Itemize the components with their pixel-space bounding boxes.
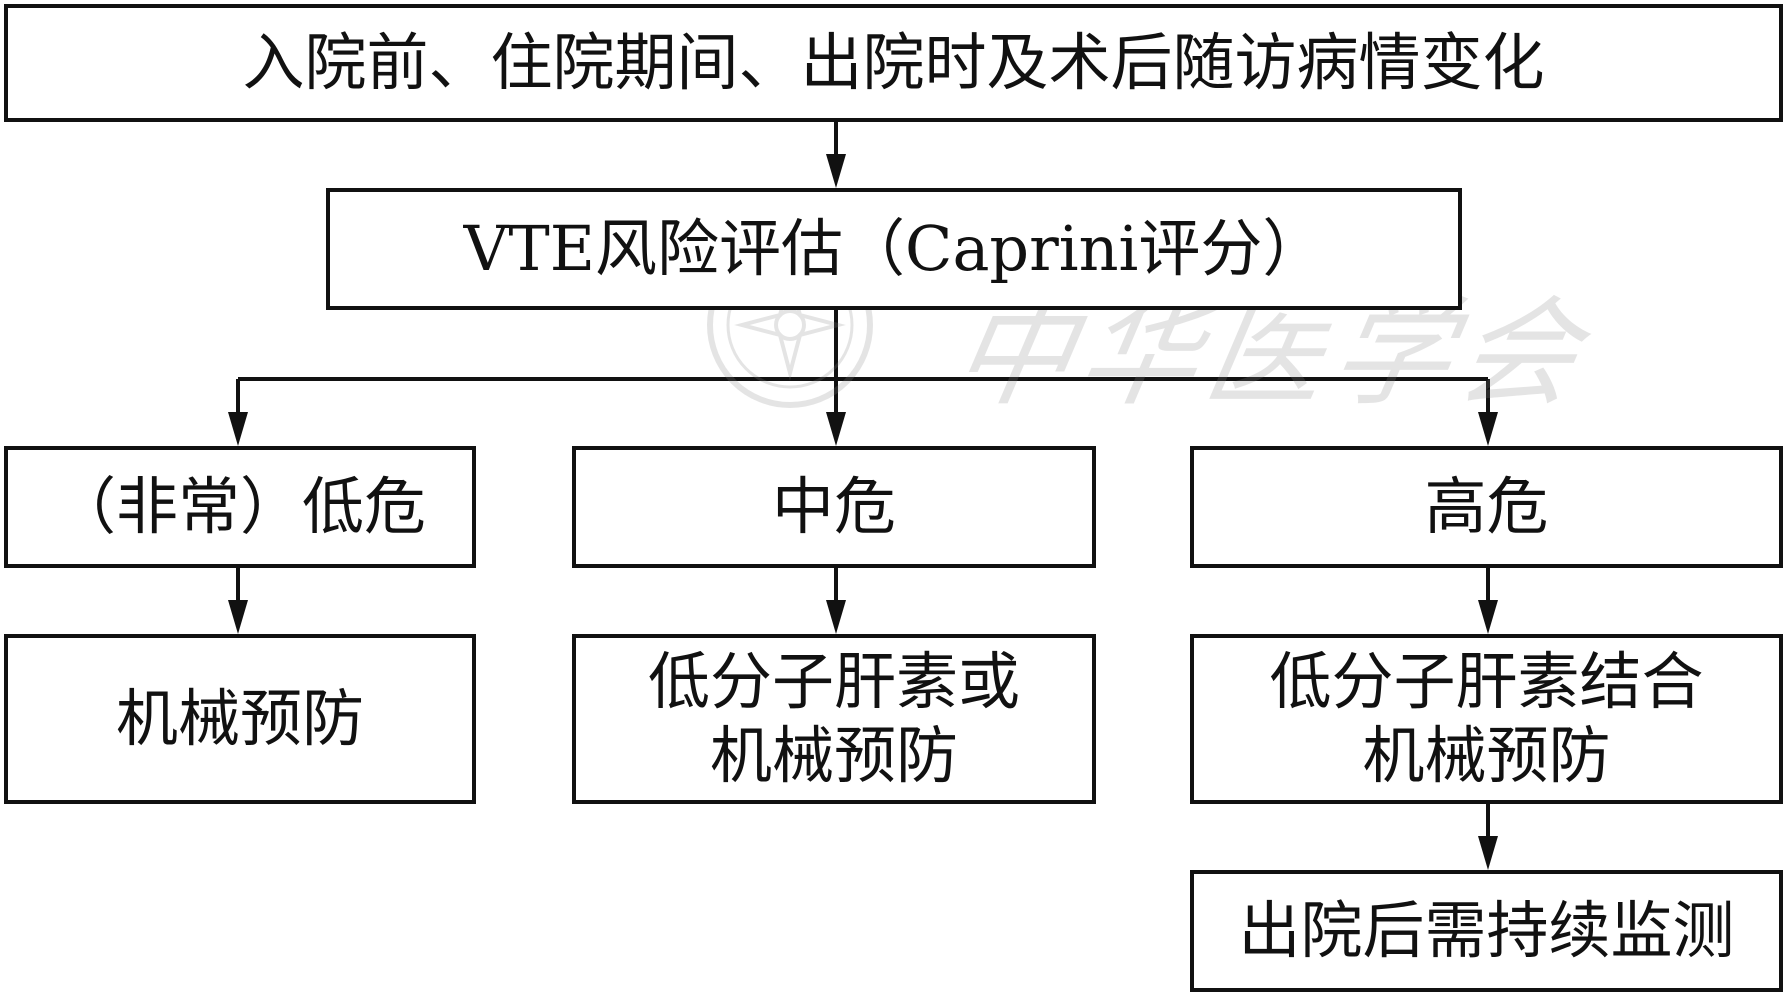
box-high-risk-label: 高危 (1424, 469, 1549, 543)
arrow-assess (826, 154, 846, 188)
arrow-high-action (1478, 600, 1498, 634)
arrow-high (1478, 412, 1498, 446)
box-medium-risk-action: 低分子肝素或 机械预防 (572, 634, 1096, 804)
box-high-risk-action: 低分子肝素结合 机械预防 (1190, 634, 1783, 804)
box-vte-risk-assessment: VTE风险评估（Caprini评分） (326, 188, 1462, 310)
box-low-risk-action: 机械预防 (4, 634, 476, 804)
box-low-risk-action-label: 机械预防 (115, 681, 364, 755)
arrow-mid (826, 412, 846, 446)
arrow-low-action (228, 600, 248, 634)
box-observation-period: 入院前、住院期间、出院时及术后随访病情变化 (4, 4, 1783, 122)
box-post-discharge-monitoring-label: 出院后需持续监测 (1238, 893, 1735, 967)
box-medium-risk-label: 中危 (771, 469, 896, 543)
box-low-risk-label: （非常）低危 (53, 469, 426, 543)
box-medium-risk-action-line1: 低分子肝素或 (647, 644, 1020, 718)
box-observation-period-label: 入院前、住院期间、出院时及术后随访病情变化 (242, 25, 1545, 99)
box-post-discharge-monitoring: 出院后需持续监测 (1190, 870, 1783, 992)
box-high-risk: 高危 (1190, 446, 1783, 568)
box-low-risk: （非常）低危 (4, 446, 476, 568)
arrow-mid-action (826, 600, 846, 634)
arrow-low (228, 412, 248, 446)
box-medium-risk: 中危 (572, 446, 1096, 568)
box-high-risk-action-line1: 低分子肝素结合 (1269, 644, 1704, 718)
box-high-risk-action-line2: 机械预防 (1362, 719, 1611, 792)
box-vte-risk-assessment-label: VTE风险评估（Caprini评分） (463, 211, 1325, 285)
arrow-followup (1478, 836, 1498, 870)
box-medium-risk-action-line2: 机械预防 (709, 719, 958, 792)
